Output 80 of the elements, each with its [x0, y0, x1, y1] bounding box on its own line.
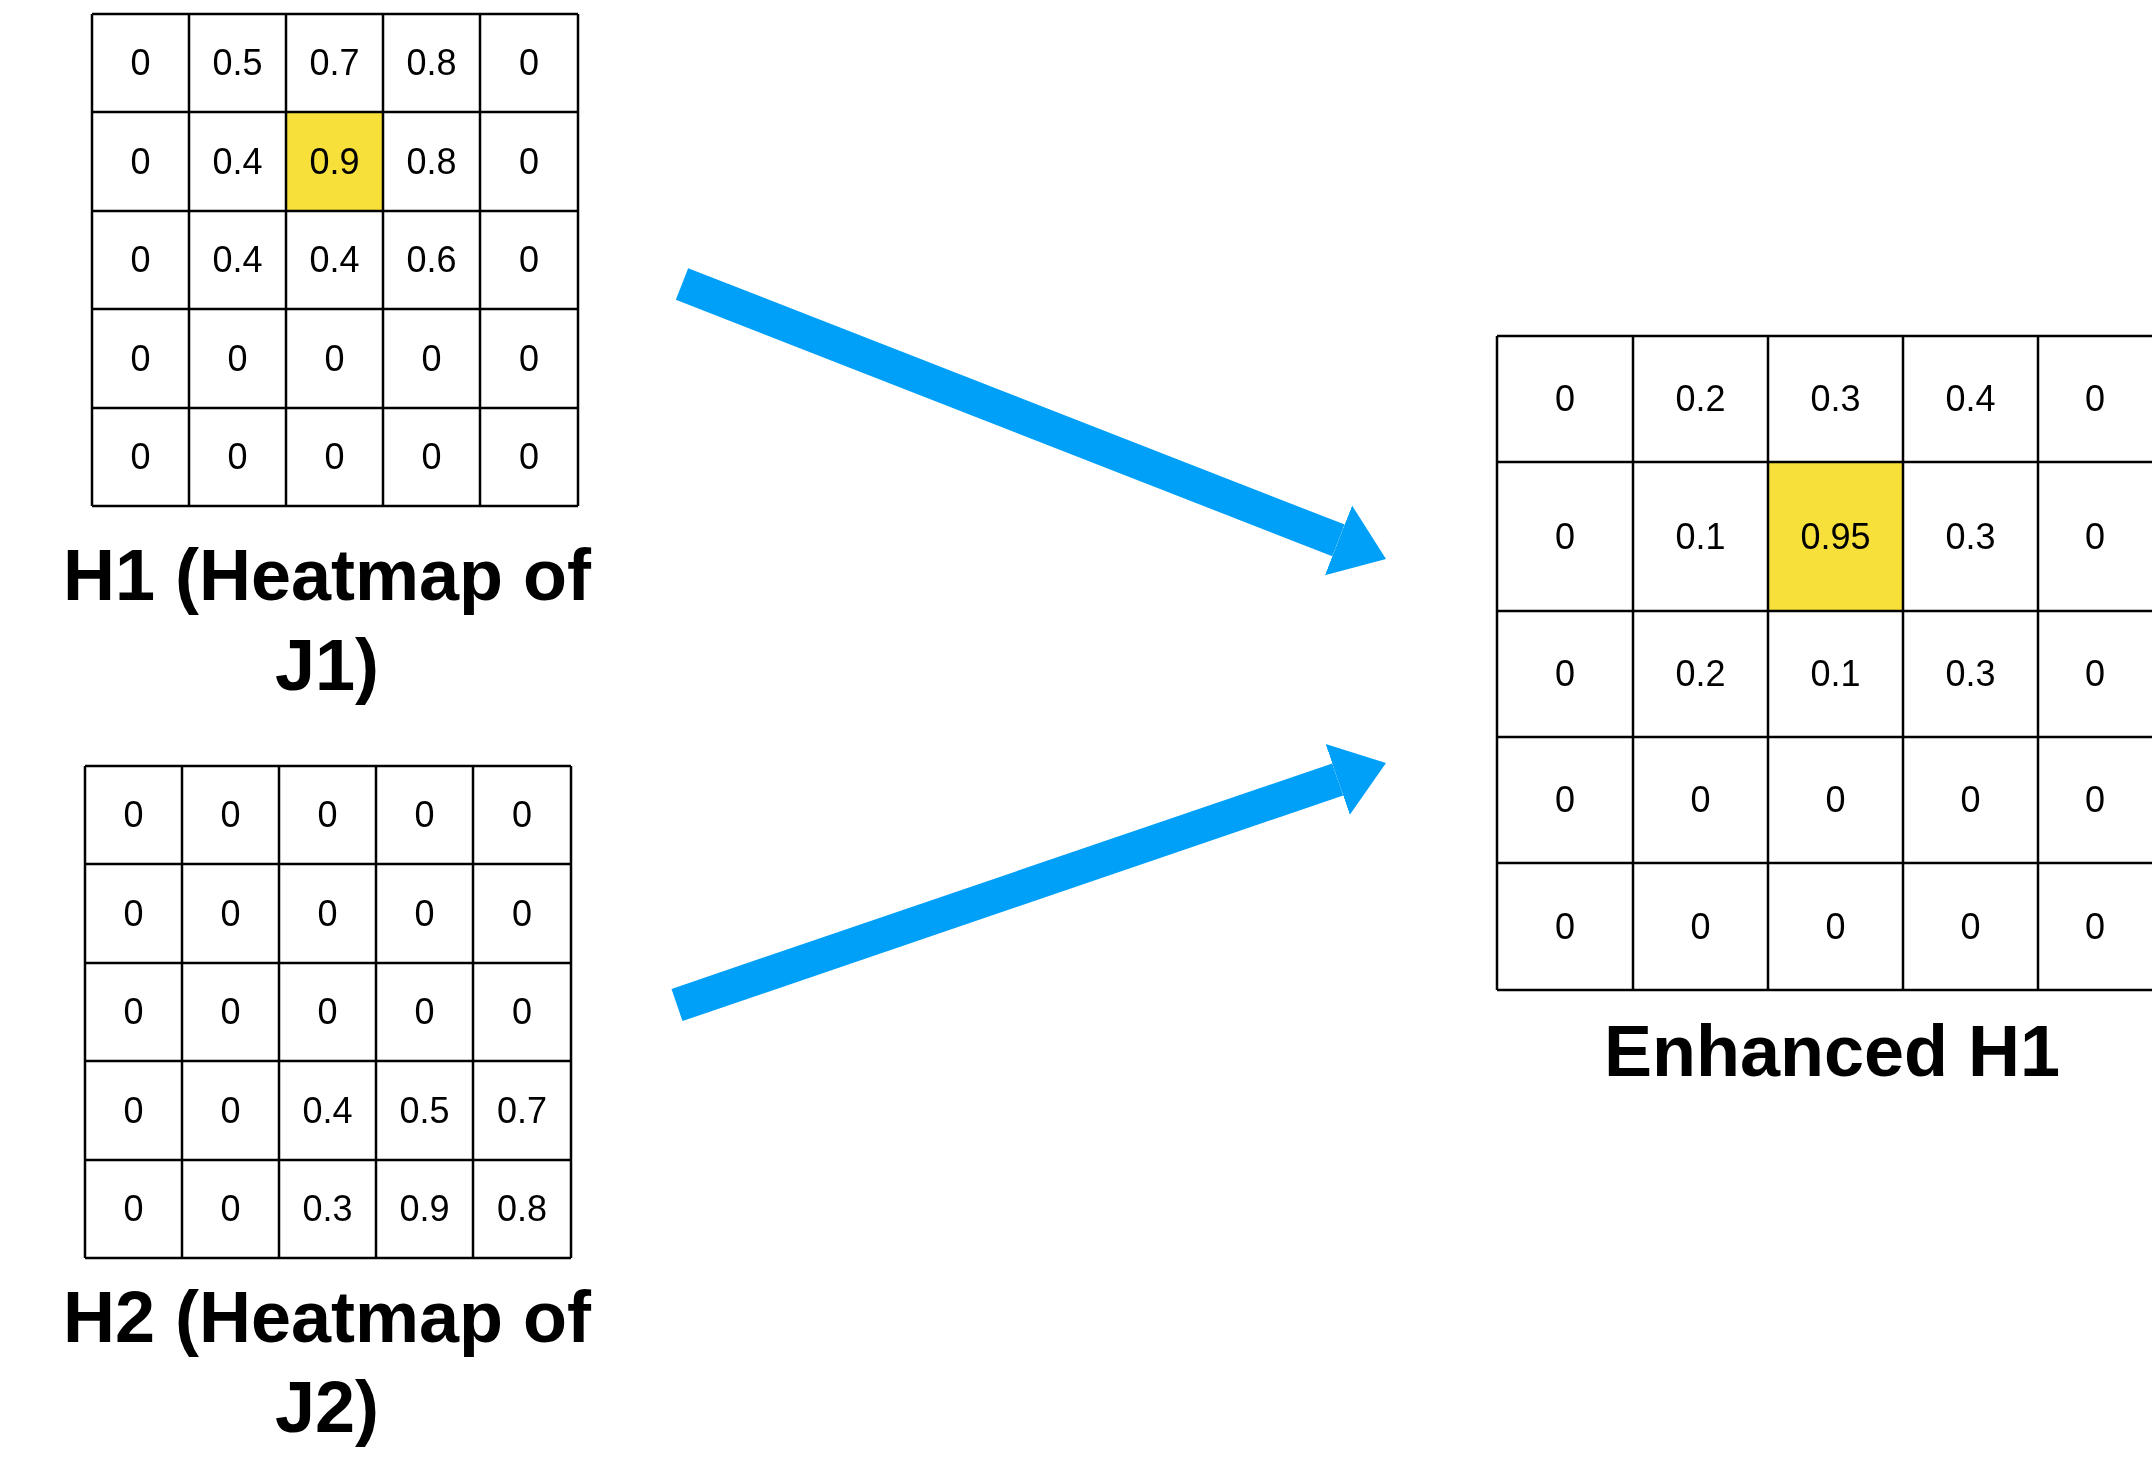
- heatmap-cell-text: 0: [2084, 514, 2106, 559]
- heatmap-cell-text: 0: [1689, 778, 1712, 822]
- heatmap-cell-text: 0: [1554, 377, 1576, 421]
- heatmap-cell-text: 0.8: [495, 1187, 548, 1231]
- heatmap-cell-text: 0: [1824, 904, 1847, 949]
- heatmap-cell-text: 0: [518, 336, 540, 381]
- heatmap-cell-text: 0.2: [1674, 377, 1727, 421]
- heatmap-cell-text: 0.4: [1944, 377, 1997, 421]
- heatmap-cell-text: 0.5: [398, 1088, 451, 1133]
- heatmap-cell-text: 0: [1554, 652, 1576, 696]
- heatmap-cell-text: 0: [122, 990, 145, 1034]
- heatmap-cell-text: 0: [219, 793, 242, 837]
- heatmap-cell-text: 0: [219, 990, 242, 1034]
- heatmap-cell-text: 0: [1689, 904, 1712, 949]
- heatmap-cell-text: 0: [511, 793, 533, 837]
- heatmap-cell-text: 0: [518, 238, 540, 282]
- heatmap-cell-text: 0.1: [1674, 514, 1727, 559]
- heatmap-caption: H1 (Heatmap of J1): [61, 534, 593, 707]
- heatmap-caption: Enhanced H1: [1602, 1010, 2062, 1093]
- heatmap-cell-text: 0: [219, 1088, 242, 1133]
- heatmap-cell-text: 0: [316, 793, 339, 837]
- heatmap-cell-text: 0.3: [1809, 377, 1862, 421]
- heatmap-cell: 0.95: [1768, 462, 1903, 611]
- heatmap-cell-text: 0: [323, 435, 346, 479]
- heatmap-cell-text: 0: [129, 238, 152, 282]
- heatmap-cell-text: 0: [2084, 778, 2106, 822]
- heatmap-cell-text: 0: [518, 41, 540, 85]
- heatmap-cell-text: 0: [1959, 904, 1982, 949]
- heatmap-cell-text: 0: [511, 891, 533, 936]
- heatmap-cell-text: 0: [511, 990, 533, 1034]
- heatmap-cell-text: 0: [420, 336, 443, 381]
- heatmap-cell-text: 0.2: [1674, 652, 1727, 696]
- heatmap-cell-text: 0: [420, 435, 443, 479]
- heatmap-cell-text: 0.7: [495, 1088, 548, 1133]
- heatmap-caption: H2 (Heatmap of J2): [61, 1276, 593, 1449]
- heatmap-cell-text: 0: [122, 891, 145, 936]
- heatmap-cell-text: 0.4: [211, 238, 264, 282]
- heatmap-cell-text: 0.7: [308, 41, 361, 85]
- heatmap-cell-text: 0: [316, 891, 339, 936]
- heatmap-cell-text: 0: [1554, 904, 1576, 949]
- heatmap-cell-text: 0: [122, 1187, 145, 1231]
- heatmap-cell-text: 0.3: [301, 1187, 354, 1231]
- heatmap-cell-text: 0.4: [301, 1088, 354, 1133]
- heatmap-cell-text: 0: [413, 990, 436, 1034]
- heatmap-cell-text: 0: [2084, 377, 2106, 421]
- heatmap-cell-text: 0.3: [1944, 514, 1997, 559]
- heatmap-cell-text: 0.1: [1809, 652, 1862, 696]
- heatmap-cell-text: 0: [518, 139, 540, 184]
- heatmap-cell-text: 0.6: [405, 238, 458, 282]
- arrow: [671, 744, 1386, 1022]
- heatmap-cell-text: 0: [1554, 514, 1576, 559]
- heatmap-cell-text: 0: [2084, 904, 2106, 949]
- heatmap-cell-text: 0: [2084, 652, 2106, 696]
- arrow: [675, 268, 1386, 576]
- heatmap-cell-text: 0: [316, 990, 339, 1034]
- heatmap-cell-text: 0: [129, 41, 152, 85]
- heatmap-cell-text: 0: [129, 435, 152, 479]
- heatmap-cell-text: 0: [1824, 778, 1847, 822]
- heatmap-cell-text: 0: [1959, 778, 1982, 822]
- heatmap-cell-text: 0: [122, 793, 145, 837]
- heatmap-cell-text: 0.3: [1944, 652, 1997, 696]
- heatmap-cell-text: 0: [413, 793, 436, 837]
- heatmap-cell-text: 0: [219, 891, 242, 936]
- heatmap-cell-text: 0.4: [211, 139, 264, 184]
- heatmap-cell-text: 0: [129, 336, 152, 381]
- heatmap-cell-text: 0.4: [308, 238, 361, 282]
- heatmap-cell-text: 0: [518, 435, 540, 479]
- heatmap-cell-text: 0.8: [405, 139, 458, 184]
- heatmap-cell-text: 0: [122, 1088, 145, 1133]
- heatmap-cell-text: 0: [1554, 778, 1576, 822]
- heatmap-cell: 0.9: [286, 112, 383, 211]
- heatmap-cell-text: 0.8: [405, 41, 458, 85]
- heatmap-cell-text: 0: [226, 336, 249, 381]
- heatmap-cell-text: 0: [129, 139, 152, 184]
- heatmap-cell-text: 0.9: [398, 1187, 451, 1231]
- heatmap-cell-text: 0: [226, 435, 249, 479]
- heatmap-cell-text: 0: [323, 336, 346, 381]
- heatmap-cell-text: 0: [219, 1187, 242, 1231]
- heatmap-cell-text: 0: [413, 891, 436, 936]
- heatmap-cell-text: 0.5: [211, 41, 264, 85]
